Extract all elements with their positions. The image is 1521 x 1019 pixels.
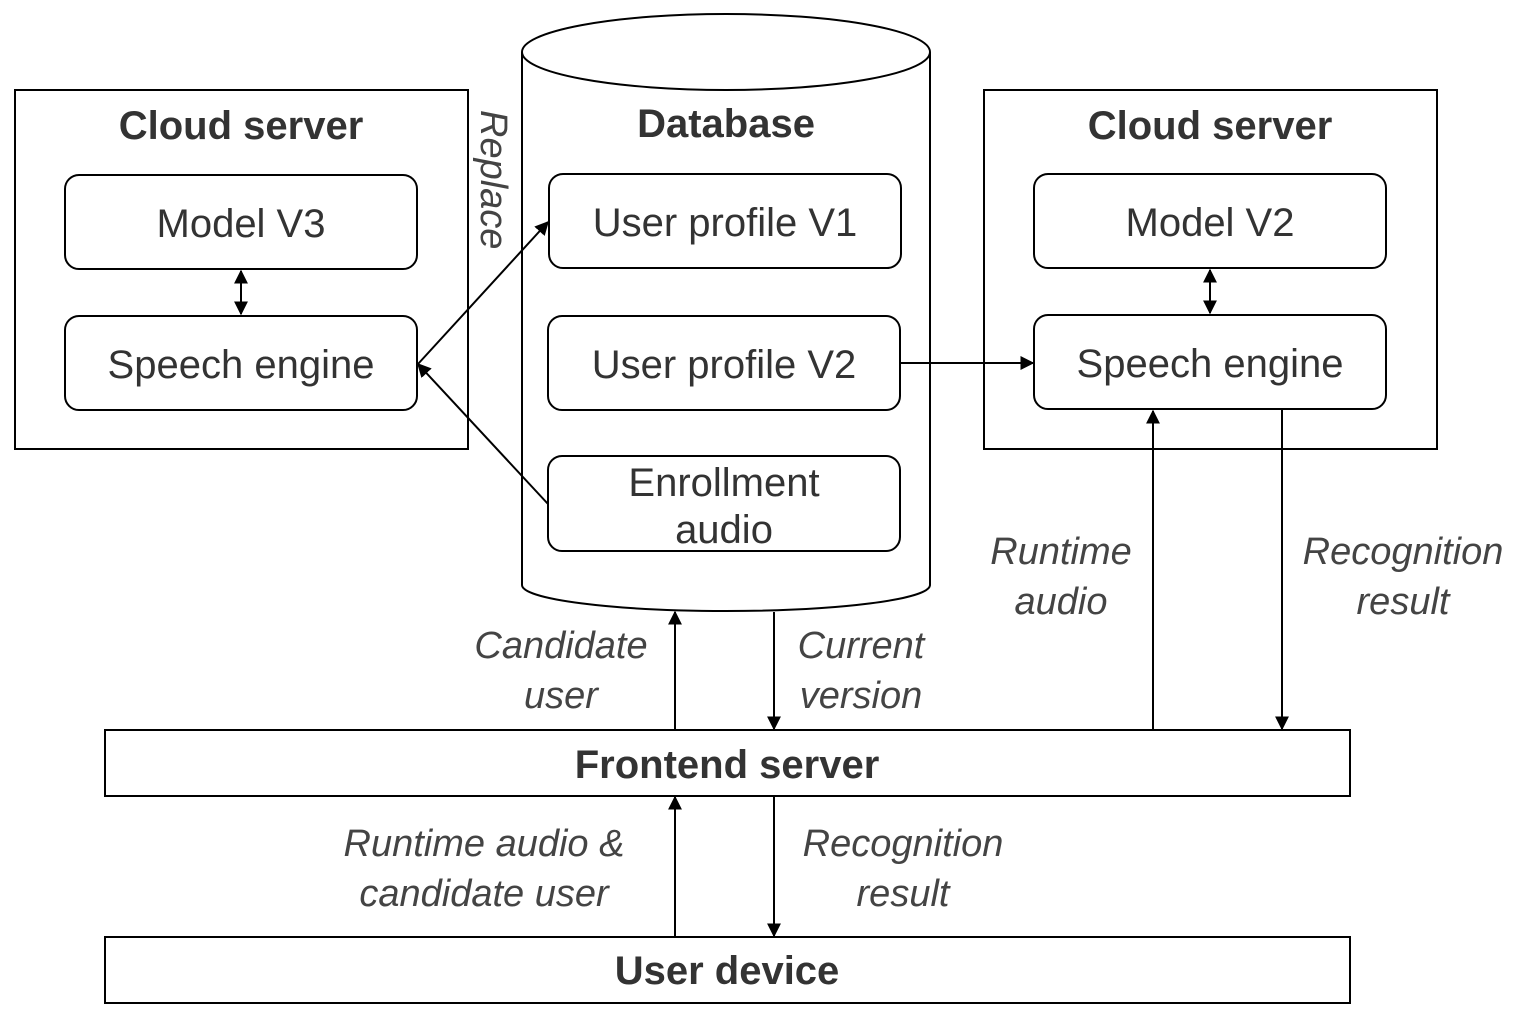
left-speech-engine-label: Speech engine — [108, 343, 375, 387]
database-title: Database — [637, 102, 815, 146]
current-version-label-line1: Current — [798, 625, 926, 667]
frontend-server-title: Frontend server — [575, 743, 880, 787]
candidate-user-label-line1: Candidate — [474, 625, 647, 667]
left-model-label: Model V3 — [157, 202, 326, 246]
user-device-title: User device — [615, 949, 840, 993]
right-speech-engine-label: Speech engine — [1077, 342, 1344, 386]
runtime-audio-label-line1: Runtime — [990, 531, 1132, 573]
left-model-box: Model V3 — [64, 174, 418, 270]
device-up-label-line2: candidate user — [359, 873, 610, 915]
left-cloud-server: Cloud server Model V3 Speech engine — [14, 89, 469, 450]
user-device: User device — [104, 936, 1351, 1004]
recognition-result-label-line2: result — [1357, 581, 1451, 623]
device-down-label-line2: result — [857, 873, 951, 915]
left-speech-engine-box: Speech engine — [64, 315, 418, 411]
replace-label: Replace — [472, 110, 514, 249]
enrollment-audio-label-line2: audio — [675, 508, 773, 552]
recognition-result-label-line1: Recognition — [1303, 531, 1504, 573]
candidate-user-label-line2: user — [524, 675, 599, 717]
right-cloud-server-title: Cloud server — [1088, 104, 1333, 148]
user-profile-v2-box: User profile V2 — [547, 315, 901, 411]
left-cloud-server-title: Cloud server — [119, 104, 364, 148]
device-up-label-line1: Runtime audio & — [344, 823, 625, 865]
right-model-box: Model V2 — [1033, 173, 1387, 269]
device-down-label-line1: Recognition — [803, 823, 1004, 865]
replace-arrow — [417, 220, 549, 365]
user-profile-v1-box: User profile V1 — [548, 173, 902, 269]
enrollment-to-engine-arrow — [417, 362, 549, 505]
enrollment-audio-box: Enrollment audio — [547, 455, 901, 552]
runtime-audio-label-line2: audio — [1015, 581, 1108, 623]
right-model-label: Model V2 — [1126, 201, 1295, 245]
database-cylinder: Database User profile V1 User profile V2… — [521, 13, 931, 612]
user-profile-v2-label: User profile V2 — [592, 343, 857, 387]
user-profile-v1-label: User profile V1 — [593, 201, 858, 245]
enrollment-audio-label-line1: Enrollment — [628, 461, 819, 505]
current-version-label-line2: version — [800, 675, 923, 717]
frontend-server: Frontend server — [104, 729, 1351, 797]
right-speech-engine-box: Speech engine — [1033, 314, 1387, 410]
right-cloud-server: Cloud server Model V2 Speech engine — [983, 89, 1438, 450]
